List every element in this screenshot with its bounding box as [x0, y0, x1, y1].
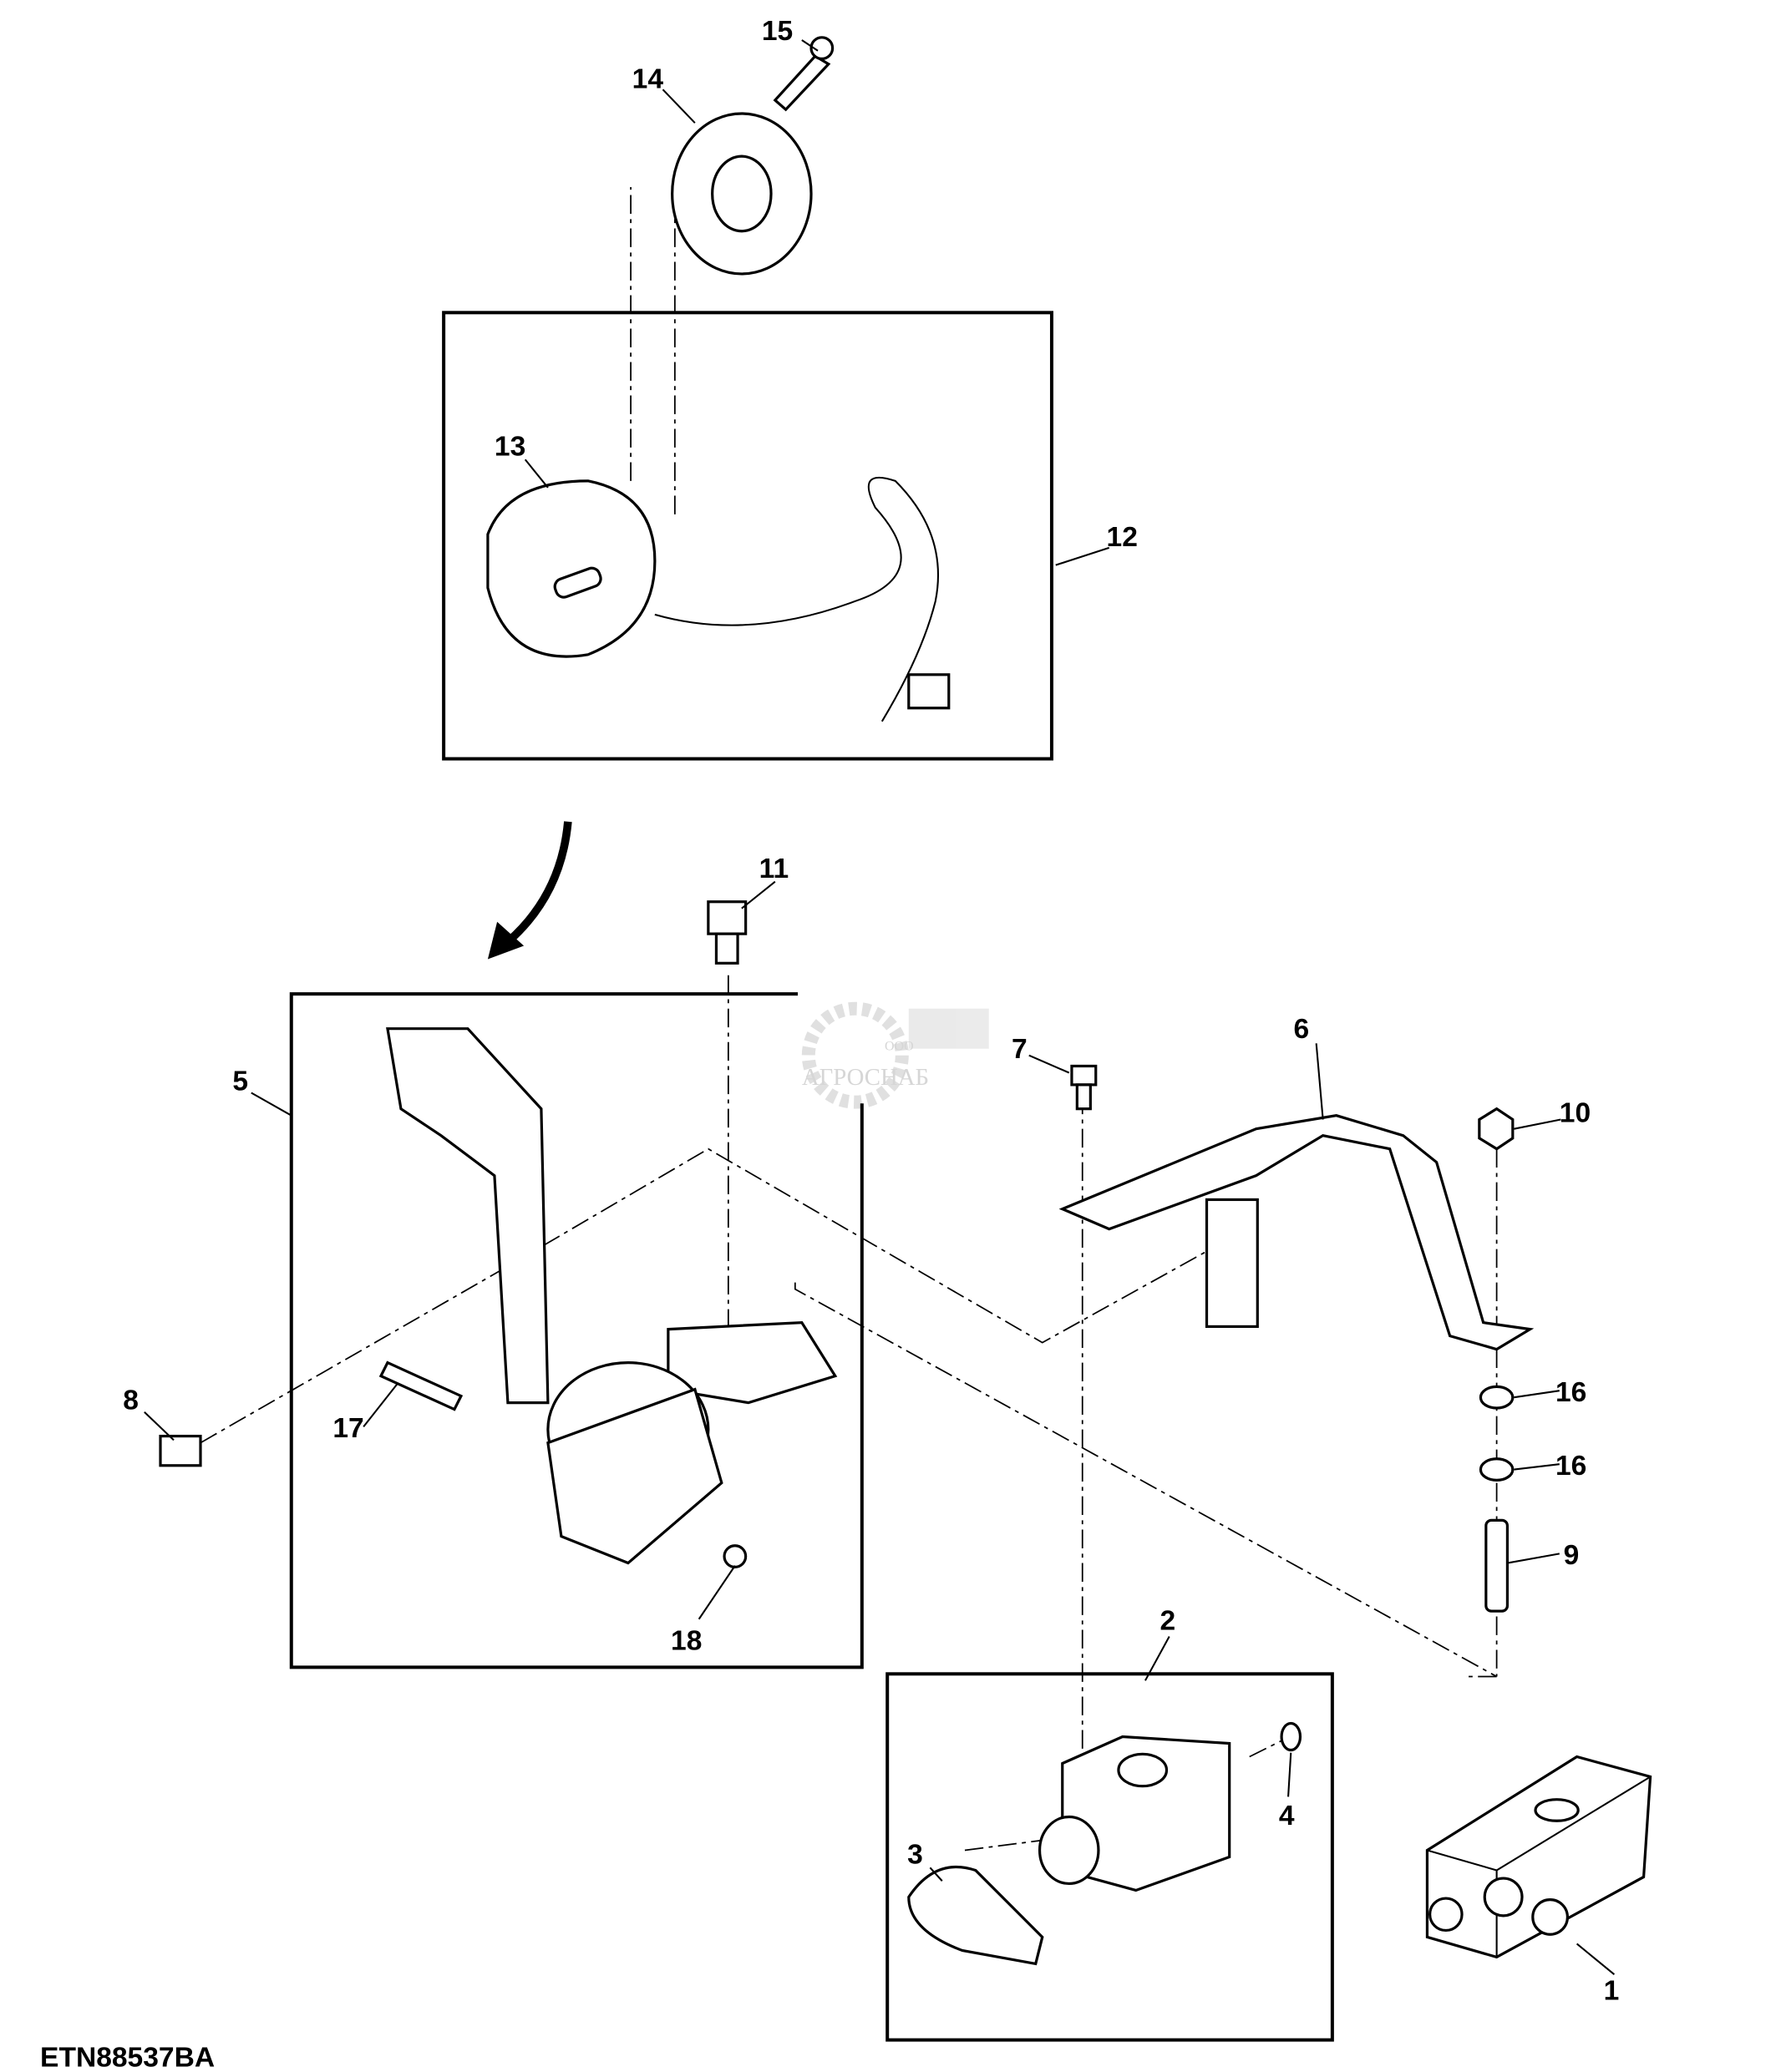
callout-16: 16 [1555, 1377, 1586, 1408]
box-item-2 [885, 1672, 1334, 2042]
callout-1: 1 [1604, 1976, 1620, 2007]
part-3-cap [907, 1865, 1044, 1966]
callout-17: 17 [332, 1413, 363, 1444]
part-7-screw [1070, 1064, 1098, 1111]
part-10-nut [1478, 1107, 1515, 1151]
arrow-icon [505, 821, 572, 945]
callout-7: 7 [1012, 1034, 1028, 1065]
watermark-name: АГРОСНАБ [802, 1064, 929, 1091]
callout-3: 3 [907, 1839, 923, 1870]
part-17-bolt [378, 1360, 464, 1411]
connector [907, 673, 951, 710]
part-8-bolt [159, 1434, 202, 1467]
part-9-pin [1484, 1518, 1510, 1613]
part-14-flange [671, 112, 813, 276]
watermark-logo: ООО АГРОСНАБ [801, 1001, 989, 1109]
part-6-tab [1205, 1198, 1259, 1329]
callout-12: 12 [1107, 522, 1138, 553]
box-item-5 [289, 992, 864, 1669]
part-4-seal-ring [1280, 1721, 1302, 1752]
part-6-bracket [1058, 1114, 1535, 1351]
callout-16: 16 [1555, 1451, 1586, 1482]
part-15-screw [773, 36, 835, 112]
part-16-washer [1479, 1385, 1515, 1410]
part-18-nut [723, 1544, 748, 1568]
callout-4: 4 [1279, 1801, 1295, 1831]
part-2-valve [1038, 1735, 1231, 1892]
callout-2: 2 [1160, 1606, 1176, 1637]
callout-10: 10 [1560, 1098, 1591, 1129]
callout-5: 5 [232, 1066, 248, 1097]
callout-6: 6 [1293, 1014, 1309, 1045]
wire-harness [654, 476, 939, 722]
part-11-bolt [707, 900, 748, 965]
callout-18: 18 [671, 1626, 702, 1657]
callout-11: 11 [759, 854, 789, 884]
callout-15: 15 [762, 16, 793, 47]
box-item-12 [442, 311, 1053, 761]
watermark-prefix: ООО [885, 1039, 914, 1053]
part-16-washer [1479, 1457, 1515, 1482]
callout-9: 9 [1564, 1540, 1580, 1571]
part-13-knob [486, 479, 657, 658]
drawing-id: ETN88537BA [40, 2043, 215, 2072]
part-5-bracket [386, 1027, 838, 1565]
callout-8: 8 [123, 1386, 139, 1416]
callout-13: 13 [495, 431, 525, 462]
part-1-valve-block [1425, 1755, 1652, 1959]
callout-14: 14 [632, 64, 664, 95]
